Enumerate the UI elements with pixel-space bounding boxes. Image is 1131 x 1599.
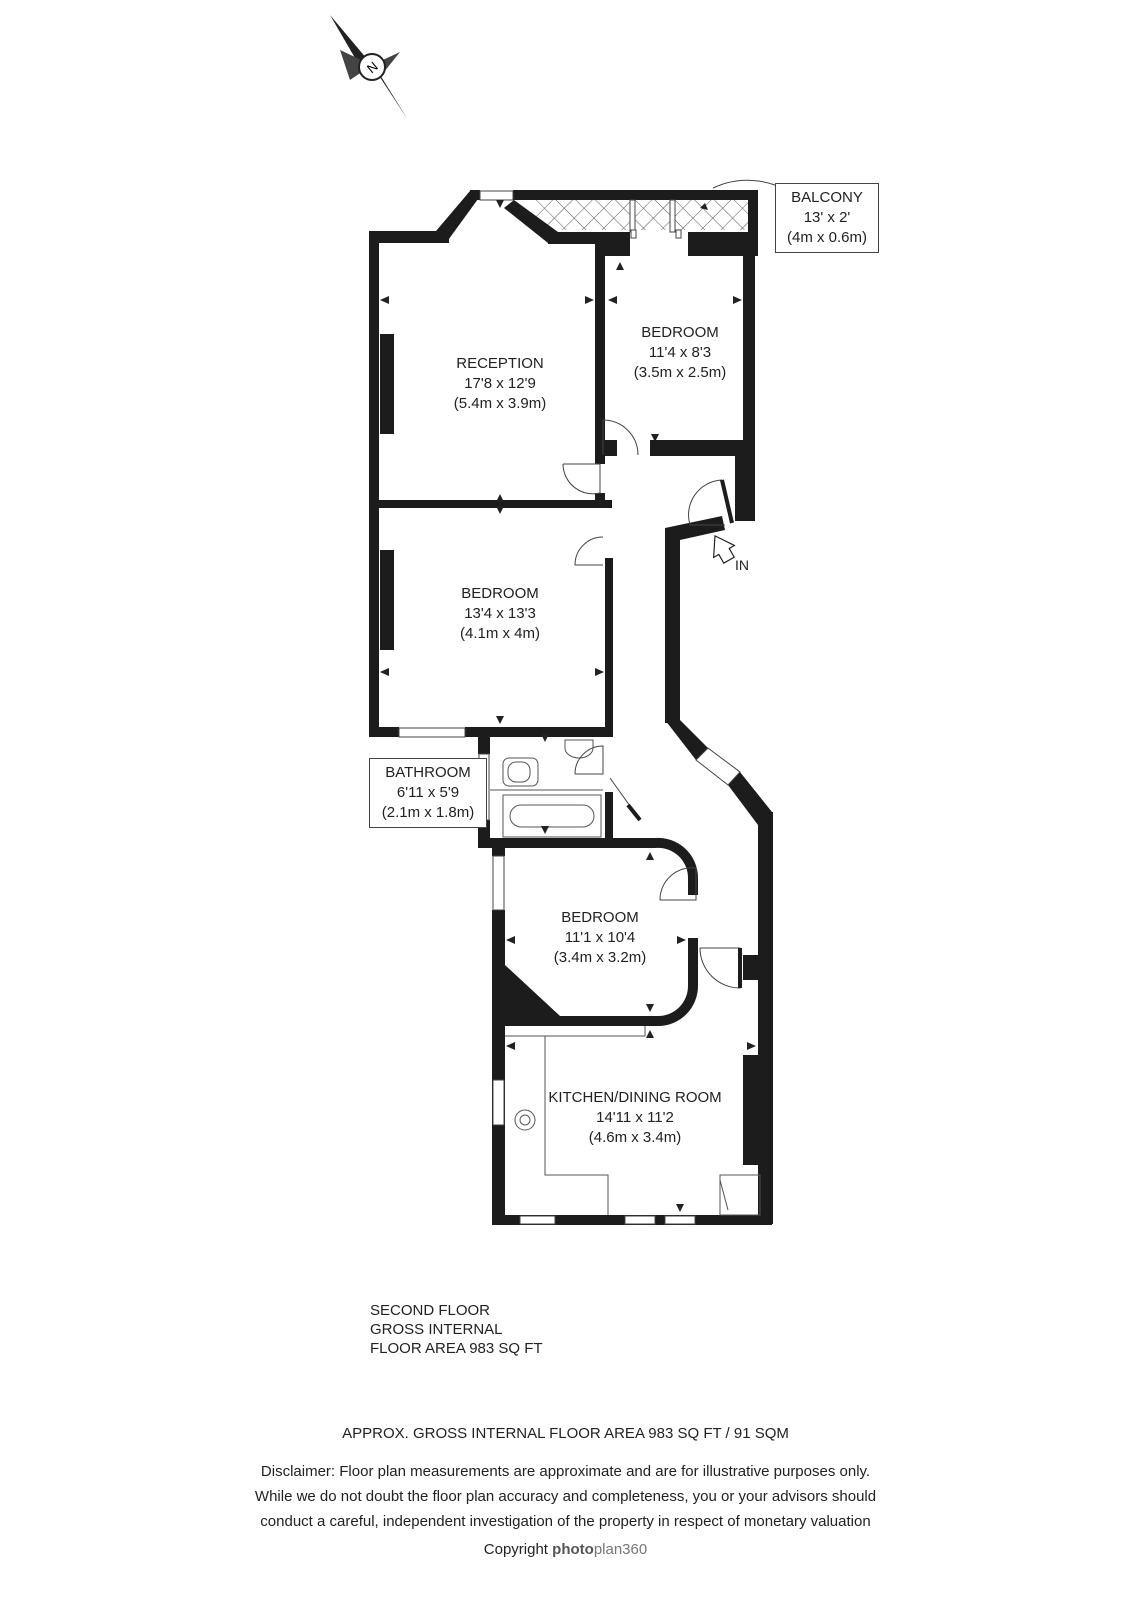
- room-name: RECEPTION: [456, 355, 544, 372]
- door-leaves: [626, 479, 742, 988]
- room-label-balcony: BALCONY 13' x 2' (4m x 0.6m): [775, 183, 879, 253]
- balcony-doors: [629, 199, 682, 239]
- room-name: BEDROOM: [561, 909, 639, 926]
- walls: [369, 190, 773, 1225]
- dimension-markers: [380, 200, 756, 1212]
- room-label-bathroom: BATHROOM 6'11 x 5'9 (2.1m x 1.8m): [369, 758, 487, 828]
- disclaimer-line-2: While we do not doubt the floor plan acc…: [254, 1488, 877, 1505]
- total-area: APPROX. GROSS INTERNAL FLOOR AREA 983 SQ…: [342, 1425, 789, 1442]
- room-size-metric: (4.6m x 3.4m): [588, 1129, 682, 1146]
- balcony-area: [536, 196, 754, 230]
- room-label-bedroom-2: BEDROOM 13'4 x 13'3 (4.1m x 4m): [430, 584, 570, 644]
- room-name: KITCHEN/DINING ROOM: [548, 1089, 722, 1106]
- entrance-label: IN: [735, 557, 749, 573]
- disclaimer: Disclaimer: Floor plan measurements are …: [0, 1459, 1131, 1534]
- room-name: BEDROOM: [461, 585, 539, 602]
- room-size-imperial: 11'4 x 8'3: [648, 344, 712, 361]
- copyright-text: Copyright: [483, 1541, 548, 1558]
- floor-info-line-2: GROSS INTERNAL: [370, 1321, 503, 1338]
- entrance-arrow-icon: [712, 534, 736, 564]
- disclaimer-line-3: conduct a careful, independent investiga…: [260, 1513, 871, 1530]
- room-size-metric: (5.4m x 3.9m): [453, 395, 547, 412]
- room-size-metric: (3.4m x 3.2m): [553, 949, 647, 966]
- brand-photo: photo: [552, 1541, 594, 1558]
- room-name: BATHROOM: [385, 764, 471, 781]
- room-size-imperial: 6'11 x 5'9: [396, 784, 460, 801]
- copyright: Copyright photoplan360: [0, 1541, 1131, 1558]
- room-size-imperial: 13'4 x 13'3: [464, 605, 536, 622]
- room-label-kitchen: KITCHEN/DINING ROOM 14'11 x 11'2 (4.6m x…: [535, 1088, 735, 1148]
- room-size-metric: (4.1m x 4m): [459, 625, 540, 642]
- brand-logo: photoplan360: [552, 1541, 647, 1558]
- room-name: BEDROOM: [641, 324, 719, 341]
- room-size-imperial: 14'11 x 11'2: [596, 1109, 674, 1126]
- room-size-imperial: 17'8 x 12'9: [464, 375, 536, 392]
- room-size-metric: (4m x 0.6m): [786, 229, 867, 246]
- room-size-imperial: 11'1 x 10'4: [564, 929, 636, 946]
- floor-info-line-3: FLOOR AREA 983 SQ FT: [370, 1340, 543, 1357]
- room-size-imperial: 13' x 2': [803, 209, 851, 226]
- room-label-bedroom-3: BEDROOM 11'1 x 10'4 (3.4m x 3.2m): [530, 908, 670, 968]
- compass-icon: N: [330, 15, 408, 120]
- room-name: BALCONY: [791, 189, 863, 206]
- fixtures: [490, 739, 761, 1216]
- brand-plan: plan: [593, 1541, 623, 1558]
- brand-num: 360: [622, 1541, 648, 1558]
- disclaimer-line-1: Disclaimer: Floor plan measurements are …: [260, 1463, 871, 1480]
- room-size-metric: (2.1m x 1.8m): [381, 804, 475, 821]
- floor-info: SECOND FLOOR GROSS INTERNAL FLOOR AREA 9…: [370, 1301, 543, 1358]
- room-size-metric: (3.5m x 2.5m): [633, 364, 727, 381]
- room-label-bedroom-1: BEDROOM 11'4 x 8'3 (3.5m x 2.5m): [615, 323, 745, 383]
- floor-info-line-1: SECOND FLOOR: [370, 1302, 491, 1319]
- room-label-reception: RECEPTION 17'8 x 12'9 (5.4m x 3.9m): [430, 354, 570, 414]
